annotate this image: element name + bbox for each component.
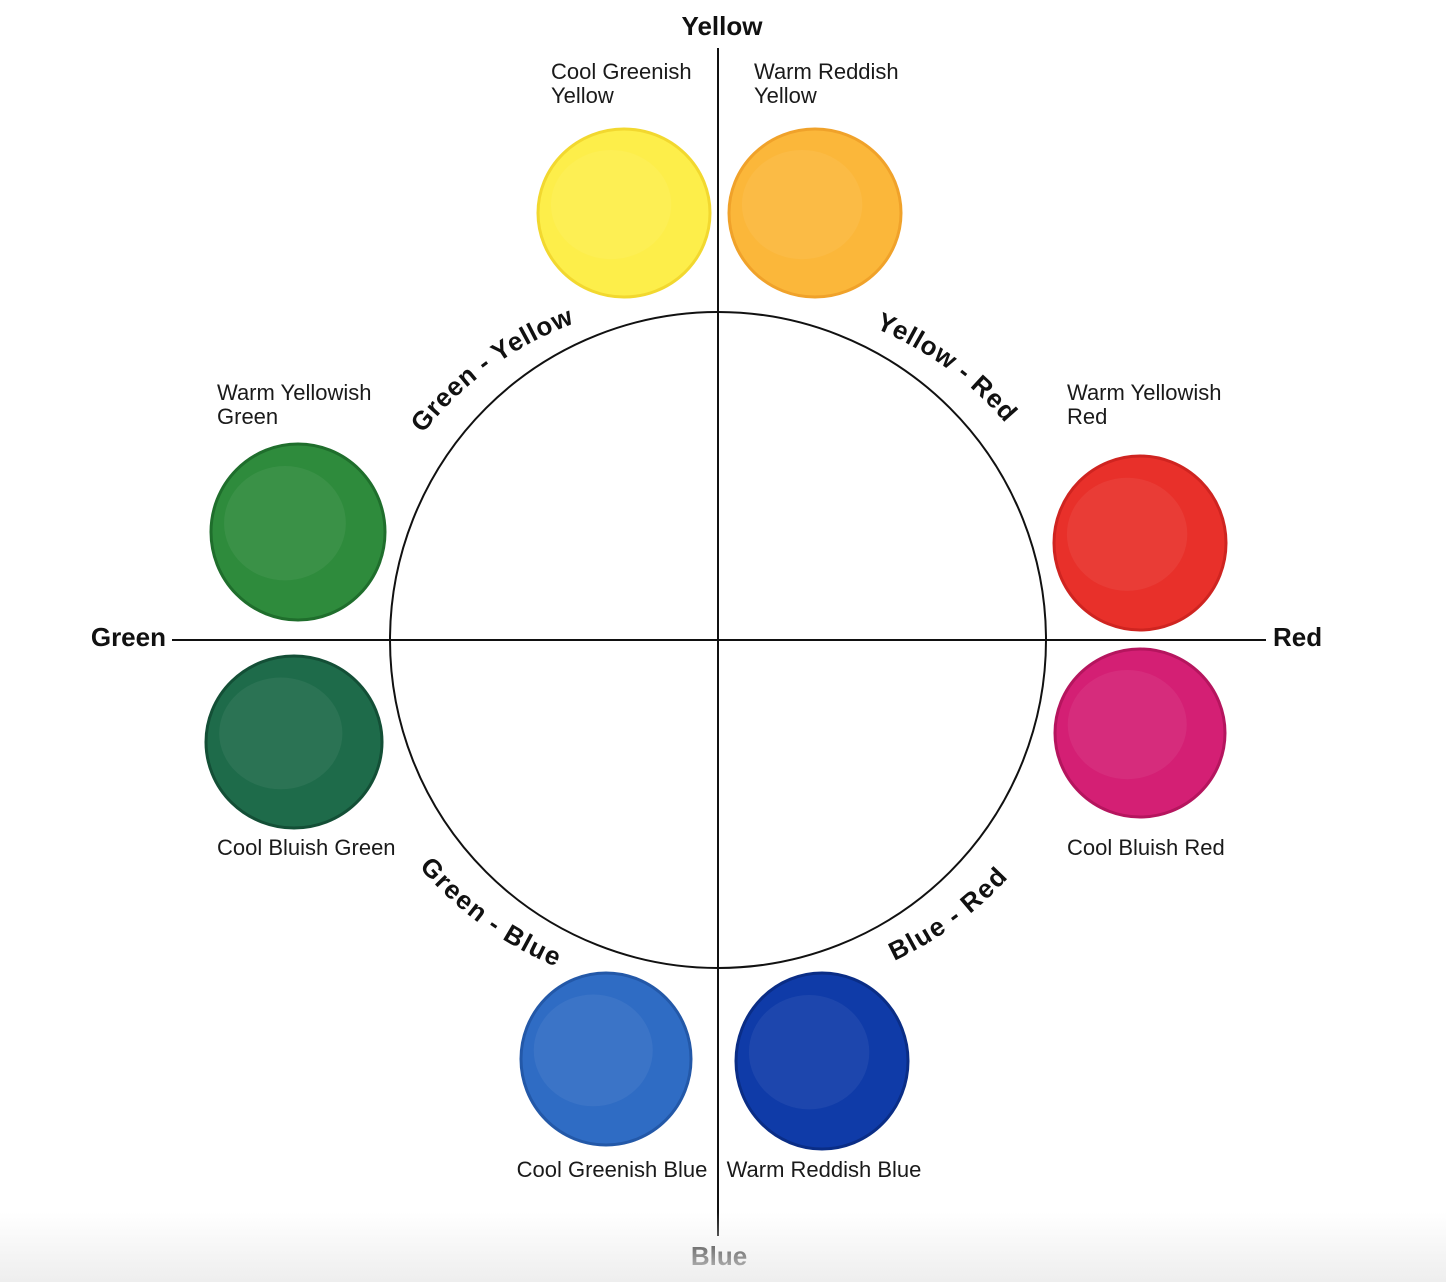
swatch-label-line: Cool Bluish Green [217,835,396,860]
paint-texture [219,677,343,790]
swatch-label-line: Cool Greenish Blue [517,1157,708,1182]
swatch-label-cool-greenish-blue: Cool Greenish Blue [517,1157,708,1182]
mixing-circle [389,311,1047,969]
swatch-label-line: Red [1067,404,1107,429]
paint-texture [748,994,870,1110]
arc-label-yellow-red: Yellow - Red [873,306,1024,427]
paint-dot-cool-bluish-red [1053,647,1227,819]
axis-label-blue: Blue [691,1241,747,1271]
paint-texture [1066,477,1188,591]
swatch-warm-reddish-blue: Warm Reddish Blue [727,971,922,1182]
paint-texture [1067,670,1187,780]
swatch-label-line: Green [217,404,278,429]
axis-label-green: Green [91,622,166,652]
swatch-label-line: Warm Yellowish [1067,380,1221,405]
paint-dot-cool-greenish-blue [519,971,693,1147]
swatch-label-line: Cool Bluish Red [1067,835,1225,860]
arc-label-green-yellow: Green - Yellow [404,301,577,438]
swatch-label-cool-bluish-green: Cool Bluish Green [217,835,396,860]
swatch-label-warm-reddish-blue: Warm Reddish Blue [727,1157,922,1182]
axis-label-red: Red [1273,622,1322,652]
paint-dot-warm-yellowish-green [209,442,387,622]
swatch-label-line: Warm Reddish Blue [727,1157,922,1182]
paint-dot-cool-greenish-yellow [536,127,712,299]
paint-texture [533,994,653,1107]
swatch-cool-greenish-blue: Cool Greenish Blue [517,971,708,1182]
paint-dot-warm-reddish-yellow [727,127,903,299]
swatch-label-line: Warm Yellowish [217,380,371,405]
paint-dot-warm-yellowish-red [1052,454,1228,632]
axis-label-yellow: Yellow [682,11,764,41]
swatch-label-line: Warm Reddish [754,59,899,84]
paint-texture [741,150,863,260]
paint-texture [550,150,672,260]
paint-dot-cool-bluish-green [204,654,384,830]
swatch-label-cool-bluish-red: Cool Bluish Red [1067,835,1225,860]
swatch-label-line: Yellow [551,83,614,108]
paint-texture [224,466,346,581]
swatch-label-line: Yellow [754,83,817,108]
paint-dot-warm-reddish-blue [734,971,910,1151]
arc-label-blue-red: Blue - Red [884,861,1013,966]
arc-label-green-blue: Green - Blue [415,851,566,972]
swatch-cool-bluish-red: Cool Bluish Red [1053,647,1227,860]
swatch-label-line: Cool Greenish [551,59,692,84]
swatch-cool-bluish-green: Cool Bluish Green [204,654,396,860]
